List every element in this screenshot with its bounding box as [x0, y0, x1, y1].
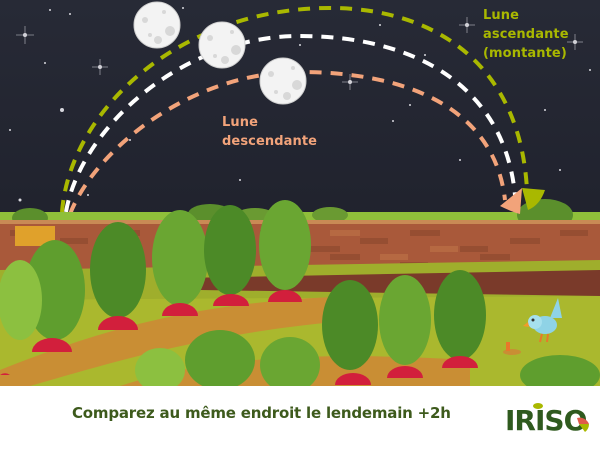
iriso-logo: IRISO — [505, 400, 595, 440]
label-line: descendante — [222, 134, 318, 149]
direction-sector-orange — [500, 188, 522, 214]
direction-sector-green — [522, 188, 545, 210]
label-line: Lune — [483, 8, 520, 23]
caption: Comparez au même endroit le lendemain +2… — [72, 404, 451, 422]
ascending-moon-label: Lune ascendante (montante) — [483, 6, 569, 63]
bird — [523, 298, 562, 343]
descending-moon-label: Lune descendante — [222, 113, 317, 151]
footer: Comparez au même endroit le lendemain +2… — [0, 386, 600, 458]
logo-leaf-icon — [533, 403, 589, 432]
moon-garden-illustration: Lune ascendante (montante) Lune descenda… — [0, 0, 600, 386]
label-line: ascendante — [483, 27, 569, 42]
logo-text: IRISO — [505, 404, 587, 437]
ascending-path — [60, 5, 529, 213]
moon-1 — [133, 1, 181, 49]
label-line: (montante) — [483, 46, 567, 61]
moon-3 — [259, 57, 307, 105]
scene-artwork — [0, 1, 600, 386]
radish-leaves — [0, 200, 600, 386]
label-line: Lune — [222, 115, 259, 130]
worm — [503, 342, 521, 355]
middle-path — [64, 33, 517, 213]
radishes — [0, 290, 478, 385]
moon-2 — [198, 21, 246, 69]
